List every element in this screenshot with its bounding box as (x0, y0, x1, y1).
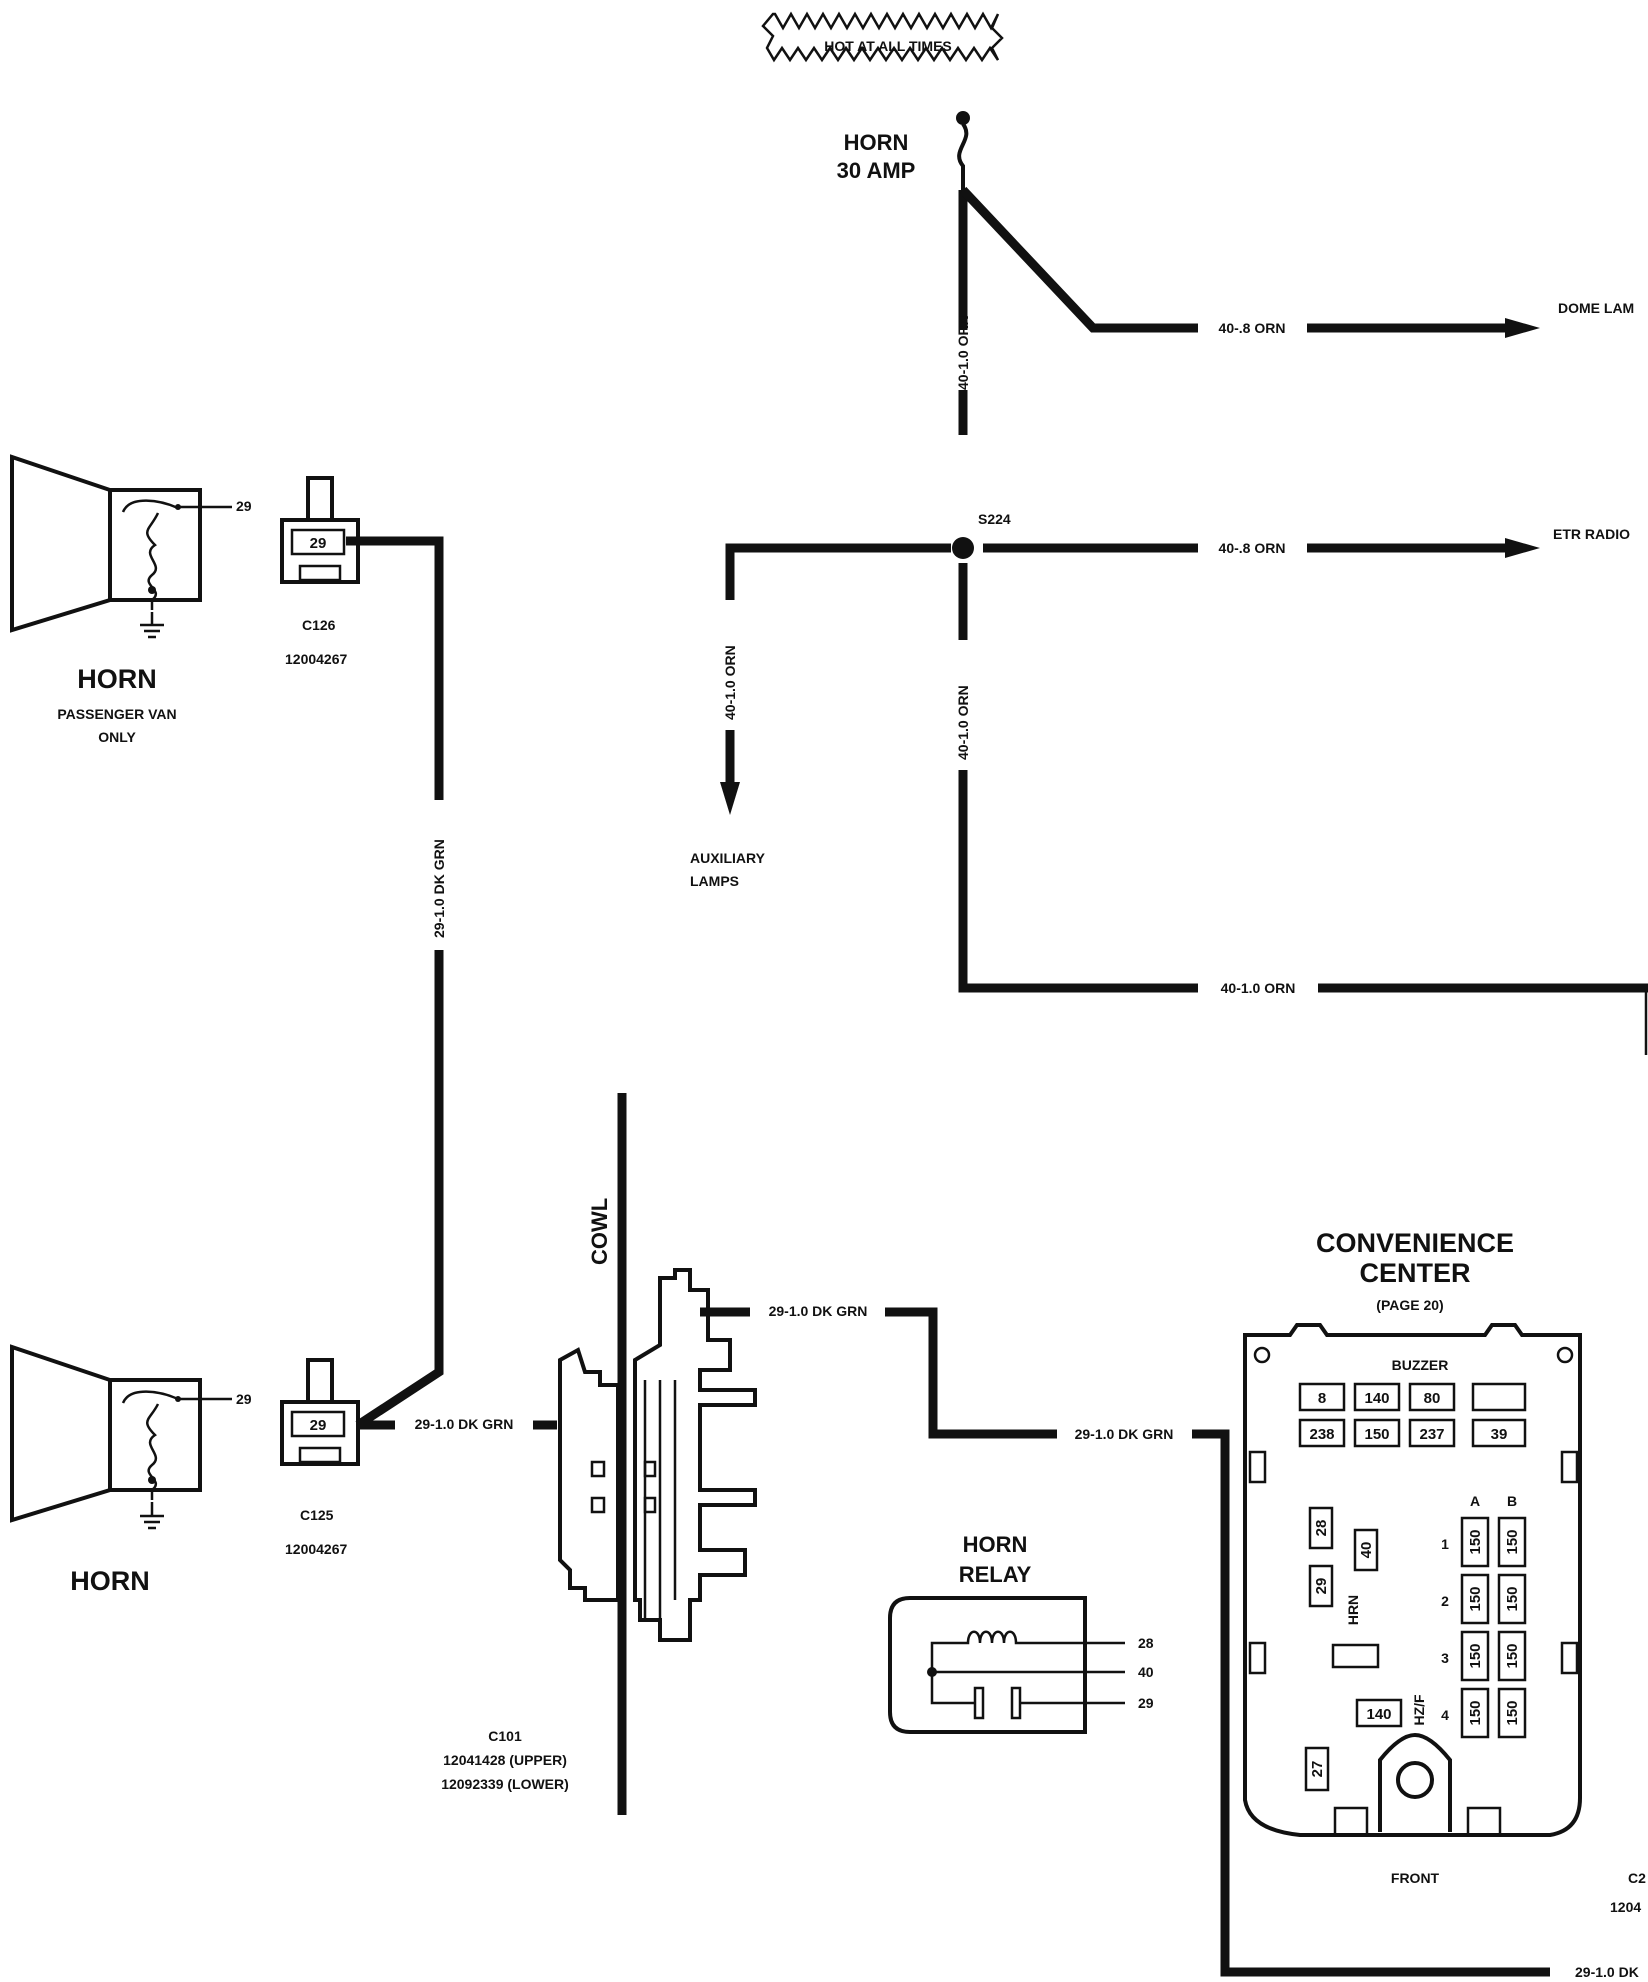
cc-fuse-3a: 150 (1467, 1643, 1484, 1668)
cc-row-4: 4 (1441, 1707, 1449, 1723)
horn-green-wiring: 29-1.0 DK GRN 29-1.0 DK GRN 29-1.0 DK GR… (346, 536, 1639, 1980)
wire-label-29-vertical: 29-1.0 DK GRN (431, 839, 447, 938)
wire-label-aux: 40-1.0 ORN (722, 645, 738, 720)
wire-label-29-bottom: 29-1.0 DK (1575, 1964, 1639, 1980)
horn-relay: HORN RELAY 28 40 29 (888, 1532, 1154, 1734)
cc-fuse-4b: 150 (1504, 1700, 1521, 1725)
c101-lower: 12092339 (LOWER) (441, 1776, 569, 1792)
cowl-label: COWL (587, 1198, 612, 1265)
fuse-element (957, 122, 969, 192)
horn-upper-pin: 29 (236, 498, 252, 514)
wire-label-29-mid: 29-1.0 DK GRN (1075, 1426, 1174, 1442)
horn-lower: 29 HORN (10, 1344, 252, 1596)
cc-fuse-1a: 150 (1467, 1529, 1484, 1554)
c126-part: 12004267 (285, 651, 348, 667)
cc-row-1: 1 (1441, 1536, 1449, 1552)
hot-at-all-times-banner: HOT AT ALL TIMES (761, 11, 1004, 63)
cc-title1: CONVENIENCE (1316, 1228, 1514, 1258)
cc-row1-fuse1: 8 (1318, 1390, 1326, 1407)
cc-fuse-1b: 150 (1504, 1529, 1521, 1554)
relay-coil-icon (930, 1630, 1125, 1672)
cc-housing (1243, 1323, 1582, 1837)
connector-c125: 29 C125 12004267 (280, 1358, 360, 1557)
c101-upper: 12041428 (UPPER) (443, 1752, 567, 1768)
c125-name: C125 (300, 1507, 334, 1523)
cc-fuse-2a: 150 (1467, 1586, 1484, 1611)
cc-row2-fuse3: 237 (1419, 1426, 1444, 1443)
dest-aux-line1: AUXILIARY (690, 850, 766, 866)
fuse-name: HORN (844, 130, 909, 155)
cc-fuse-3b: 150 (1504, 1643, 1521, 1668)
ground-icon-lower (140, 1514, 164, 1530)
convenience-center: CONVENIENCE CENTER (PAGE 20) BUZZER 8 14… (1243, 1228, 1582, 1886)
wire-label-dome: 40-.8 ORN (1219, 320, 1286, 336)
cc-row2-fuse1: 238 (1309, 1426, 1334, 1443)
wire-label-bottom: 40-1.0 ORN (1221, 980, 1296, 996)
cc-block-fuses: 150 150 150 150 150 150 150 150 (1460, 1516, 1527, 1739)
c125-part: 12004267 (285, 1541, 348, 1557)
cc-hzf-label: HZ/F (1411, 1694, 1427, 1726)
radio-arrow (1505, 538, 1540, 558)
cc-fuse-4a: 150 (1467, 1700, 1484, 1725)
horn-lower-title: HORN (70, 1566, 150, 1596)
horn-upper-title: HORN (77, 664, 157, 694)
wire-label-vert-upper: 40-1.0 ORN (955, 315, 971, 390)
c126-name: C126 (302, 617, 336, 633)
cc-fuse-27: 27 (1309, 1761, 1326, 1778)
dest-aux-line2: LAMPS (690, 873, 739, 889)
cc-row1-fuse2: 140 (1364, 1390, 1389, 1407)
cc-row2-fuse4: 39 (1491, 1426, 1508, 1443)
cc-fuse-140-hzf: 140 (1366, 1706, 1391, 1723)
cc-hrn-label: HRN (1345, 1595, 1361, 1625)
cc-row1-fuse3: 80 (1424, 1390, 1441, 1407)
cc-left-fuse-29: 29 (1313, 1578, 1330, 1595)
cc-title2: CENTER (1359, 1258, 1470, 1288)
horn-fuse: HORN 30 AMP (837, 111, 970, 192)
relay-pin-29: 29 (1138, 1695, 1154, 1711)
cc-row-2: 2 (1441, 1593, 1449, 1609)
cc-row2-fuse2: 150 (1364, 1426, 1389, 1443)
fuse-terminal (956, 111, 970, 125)
relay-pin-28: 28 (1138, 1635, 1154, 1651)
wire-label-radio: 40-.8 ORN (1219, 540, 1286, 556)
wire-label-29-c125: 29-1.0 DK GRN (415, 1416, 514, 1432)
cc-col-b: B (1507, 1493, 1517, 1509)
relay-title1: HORN (963, 1532, 1028, 1557)
cc-fuse-2b: 150 (1504, 1586, 1521, 1611)
splice-label: S224 (978, 511, 1011, 527)
connector-c126: 29 C126 12004267 (280, 476, 360, 667)
dest-radio: ETR RADIO (1553, 526, 1630, 542)
c125-cavity: 29 (310, 1417, 327, 1434)
cowl-c101: COWL C101 12041428 (UPPER) 12092339 (LOW… (441, 1093, 757, 1815)
relay-title2: RELAY (959, 1562, 1032, 1587)
cc-buzzer: BUZZER (1392, 1357, 1449, 1373)
horn-upper-note2: ONLY (98, 729, 136, 745)
wire-label-29-c101: 29-1.0 DK GRN (769, 1303, 868, 1319)
dome-arrow (1505, 318, 1540, 338)
partial-label-1204: 1204 (1610, 1899, 1641, 1915)
cc-row-3: 3 (1441, 1650, 1449, 1666)
fuse-rating: 30 AMP (837, 158, 916, 183)
ground-icon (140, 623, 164, 639)
horn-upper: 29 HORN PASSENGER VAN ONLY (10, 454, 252, 745)
cc-page: (PAGE 20) (1376, 1297, 1443, 1313)
horn-upper-note1: PASSENGER VAN (57, 706, 176, 722)
c101-name: C101 (488, 1728, 522, 1744)
wire-label-vert-lower: 40-1.0 ORN (955, 685, 971, 760)
cc-left-fuse-28: 28 (1313, 1520, 1330, 1537)
banner-text: HOT AT ALL TIMES (824, 38, 952, 54)
cc-front: FRONT (1391, 1870, 1440, 1886)
cc-left-fuse-40: 40 (1358, 1542, 1375, 1559)
cc-col-a: A (1470, 1493, 1480, 1509)
partial-label-c2: C2 (1628, 1870, 1646, 1886)
c126-cavity: 29 (310, 535, 327, 552)
aux-arrow (720, 782, 740, 815)
orange-power-wiring: S224 40-.8 ORN 40-.8 ORN 40-1.0 ORN 40-1… (690, 186, 1648, 1055)
splice-s224 (952, 537, 974, 559)
dest-dome: DOME LAM (1558, 300, 1634, 316)
cc-mount-hole (1396, 1761, 1434, 1799)
relay-pin-40: 40 (1138, 1664, 1154, 1680)
horn-lower-pin: 29 (236, 1391, 252, 1407)
